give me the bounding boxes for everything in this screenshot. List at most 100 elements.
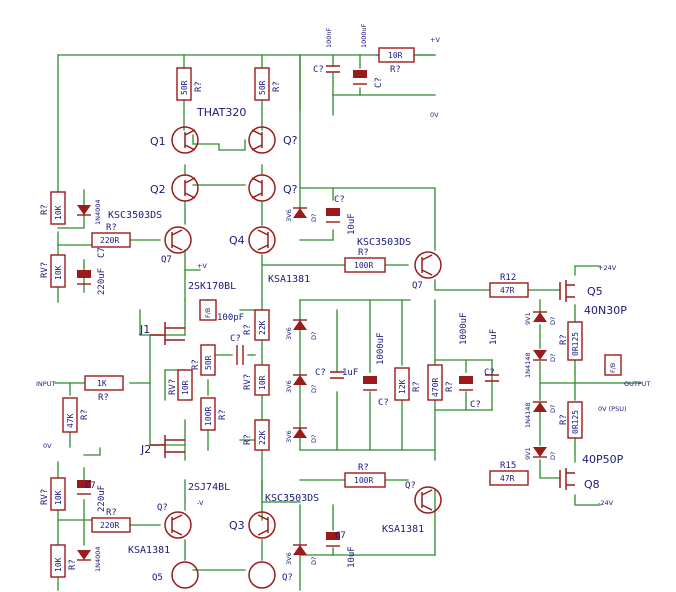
supply-m24: -24V — [598, 499, 614, 507]
transistor-q7-right: Q7 KSC3503DS — [357, 237, 442, 291]
svg-text:R?: R? — [390, 65, 401, 75]
transistor-q1: Q1 Q? — [150, 126, 298, 154]
cap-1000uf-right: 1000uF C? — [459, 312, 481, 410]
svg-text:R?: R? — [358, 248, 369, 258]
cap-100pf: 100pF C? — [217, 313, 244, 365]
svg-text:D?: D? — [310, 214, 318, 222]
svg-text:C?: C? — [484, 368, 495, 378]
svg-text:3V6: 3V6 — [285, 430, 293, 443]
svg-text:F/B: F/B — [609, 363, 617, 373]
svg-text:40P50P: 40P50P — [582, 453, 624, 466]
svg-text:R?: R? — [106, 223, 117, 233]
svg-text:50R: 50R — [204, 355, 213, 370]
svg-text:R?: R? — [106, 508, 117, 518]
svg-text:D?: D? — [549, 354, 557, 362]
svg-text:1K: 1K — [97, 379, 107, 388]
svg-text:RV?: RV? — [243, 374, 253, 390]
svg-text:3V6: 3V6 — [285, 380, 293, 393]
svg-text:1uF: 1uF — [489, 329, 499, 345]
svg-text:RV?: RV? — [40, 262, 50, 278]
svg-text:Q?: Q? — [405, 481, 416, 491]
svg-text:10K: 10K — [54, 557, 63, 572]
transistor-left-bot: Q? KSA1381 — [128, 503, 192, 556]
svg-text:220uF: 220uF — [97, 268, 107, 295]
svg-text:220R: 220R — [100, 236, 119, 245]
cap-100nf-top: 100nF C? — [313, 27, 340, 83]
svg-text:3V6: 3V6 — [285, 552, 293, 565]
svg-text:D?: D? — [310, 435, 318, 443]
svg-text:1000uF: 1000uF — [376, 332, 386, 365]
svg-text:100R: 100R — [354, 476, 373, 485]
output-label: OUTPUT — [624, 380, 651, 388]
diode-1n4004-bot: 1N4004 — [77, 546, 102, 572]
svg-text:2SJ74BL: 2SJ74BL — [188, 482, 230, 493]
svg-text:KSA1381: KSA1381 — [382, 524, 424, 535]
svg-text:9V1: 9V1 — [524, 447, 532, 460]
svg-text:9V1: 9V1 — [524, 312, 532, 325]
cap-1uf-mid: 1uF C? — [315, 368, 358, 379]
svg-text:R?: R? — [412, 381, 422, 392]
cap-220uf-top: 220uF C7 — [77, 247, 107, 295]
svg-text:3V6: 3V6 — [285, 327, 293, 340]
svg-text:R?: R? — [445, 381, 455, 392]
svg-text:J1: J1 — [139, 323, 150, 336]
input-zero-label: 0V — [43, 442, 52, 450]
svg-text:1N4004: 1N4004 — [94, 199, 102, 225]
cap-220uf-bot: 220uF C7 — [77, 480, 107, 512]
svg-text:KSA1381: KSA1381 — [128, 545, 170, 556]
mosfet-q8: 40P50P Q8 — [559, 453, 624, 491]
svg-text:R?: R? — [243, 434, 253, 445]
transistor-q4: Q4 — [229, 226, 276, 254]
diode-3v6-top: 3V6 D? — [285, 207, 318, 222]
svg-text:R?: R? — [243, 324, 253, 335]
svg-text:100pF: 100pF — [217, 313, 244, 323]
cap-1000uf-top: 1000uF C? — [353, 23, 384, 88]
svg-text:Q1: Q1 — [150, 135, 166, 148]
resistor-22k-upper: 22K R? — [243, 309, 270, 341]
svg-text:22K: 22K — [258, 320, 267, 335]
svg-text:D?: D? — [310, 385, 318, 393]
rv-10k-top-left: 10K RV? — [40, 254, 66, 288]
svg-text:1N4148: 1N4148 — [524, 352, 532, 378]
svg-text:KSC3503DS: KSC3503DS — [357, 237, 411, 248]
svg-text:220R: 220R — [100, 521, 119, 530]
svg-text:3V6: 3V6 — [285, 209, 293, 222]
svg-text:D?: D? — [549, 317, 557, 325]
resistor-22k-lower: 22K R? — [243, 419, 270, 451]
svg-text:22K: 22K — [258, 430, 267, 445]
svg-text:C7: C7 — [85, 481, 96, 491]
transistor-q5-bot: Q5 Q? — [152, 561, 293, 589]
svg-text:R12: R12 — [500, 273, 516, 283]
svg-text:0R125: 0R125 — [571, 332, 580, 356]
svg-text:47K: 47K — [66, 413, 75, 428]
svg-text:R15: R15 — [500, 461, 516, 471]
svg-text:R?: R? — [272, 81, 282, 92]
svg-text:100R: 100R — [354, 261, 373, 270]
diode-1n4148-top: 1N4148 D? — [524, 350, 557, 378]
chip-label: THAT320 — [196, 106, 246, 119]
svg-text:10K: 10K — [54, 265, 63, 280]
svg-text:C7: C7 — [335, 531, 346, 541]
svg-text:50R: 50R — [180, 80, 189, 95]
resistor-1k-input: 1KR? — [84, 375, 124, 403]
svg-text:10uF: 10uF — [347, 213, 357, 235]
svg-text:50R: 50R — [258, 80, 267, 95]
label-ksa1381-mid: KSA1381 — [268, 274, 310, 285]
fb-port-top: F/B — [199, 299, 217, 321]
svg-text:1uF: 1uF — [342, 368, 358, 378]
svg-text:C?: C? — [334, 195, 345, 205]
jfet-j2: J2 2SJ74BL — [140, 435, 230, 493]
